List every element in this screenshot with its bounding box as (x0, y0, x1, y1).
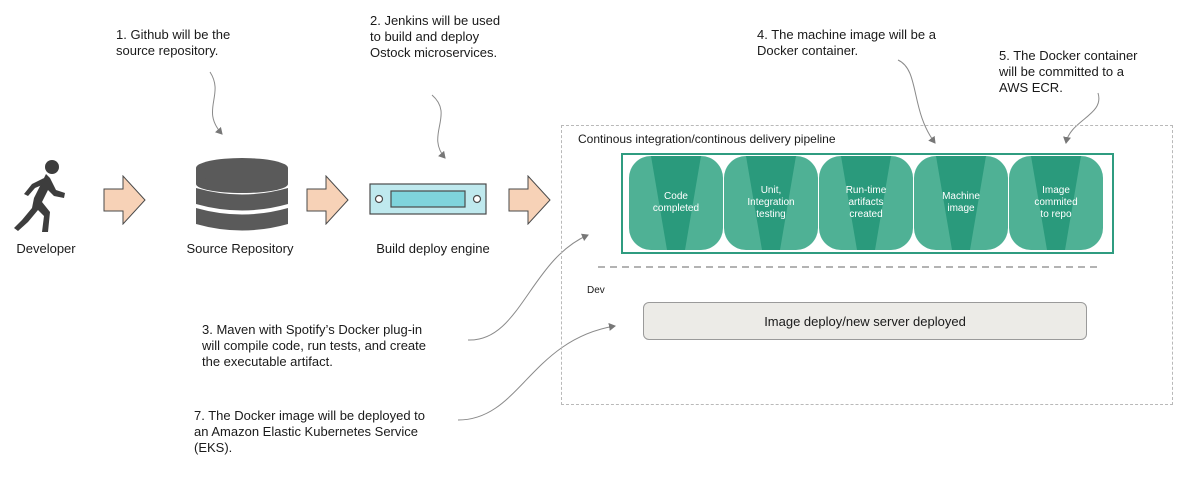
stage-shape (651, 156, 701, 250)
stage-shape (1031, 156, 1081, 250)
database-icon (196, 158, 288, 231)
stage-unit-integration-testing: Unit, Integration testing (724, 156, 818, 250)
connector-note1 (209, 71, 223, 135)
stage-label: Image commited to repo (1034, 185, 1078, 220)
pipeline-container (561, 125, 1173, 405)
stage-shape (841, 156, 891, 250)
pipeline-title: Continous integration/continous delivery… (578, 132, 836, 146)
flow-arrow-1 (103, 175, 146, 225)
stage-shape (936, 156, 986, 250)
build-engine-label: Build deploy engine (376, 241, 490, 256)
stage-image-committed-to-repo: Image commited to repo (1009, 156, 1103, 250)
stage-label: Unit, Integration testing (747, 185, 795, 220)
stage-label: Machine image (942, 191, 980, 214)
flow-arrow-2 (306, 175, 349, 225)
note-7: 7. The Docker image will be deployed to … (194, 408, 425, 455)
source-repo-label: Source Repository (186, 241, 294, 256)
note-4: 4. The machine image will be a Docker co… (757, 27, 936, 58)
connector-note7 (457, 323, 616, 421)
note-2: 2. Jenkins will be used to build and dep… (370, 13, 501, 60)
build-engine-icon (369, 183, 487, 215)
environment-label: Dev (587, 285, 605, 296)
stage-label: Code completed (652, 191, 700, 214)
note-3: 3. Maven with Spotify’s Docker plug-in w… (202, 322, 426, 369)
runner-icon (14, 160, 65, 232)
stage-machine-image: Machine image (914, 156, 1008, 250)
stage-code-completed: Code completed (629, 156, 723, 250)
connector-note4 (897, 59, 936, 144)
connector-note2 (431, 94, 446, 159)
developer-label: Developer (16, 241, 76, 256)
deploy-box: Image deploy/new server deployed (643, 302, 1087, 340)
connector-note3 (467, 233, 589, 341)
flow-arrow-3 (508, 175, 551, 225)
stage-shape (746, 156, 796, 250)
connector-note5 (1063, 92, 1100, 144)
note-5: 5. The Docker container will be committe… (999, 48, 1138, 95)
note-1: 1. Github will be the source repository. (116, 27, 231, 58)
stage-label: Run-time artifacts created (845, 185, 887, 220)
stage-runtime-artifacts-created: Run-time artifacts created (819, 156, 913, 250)
